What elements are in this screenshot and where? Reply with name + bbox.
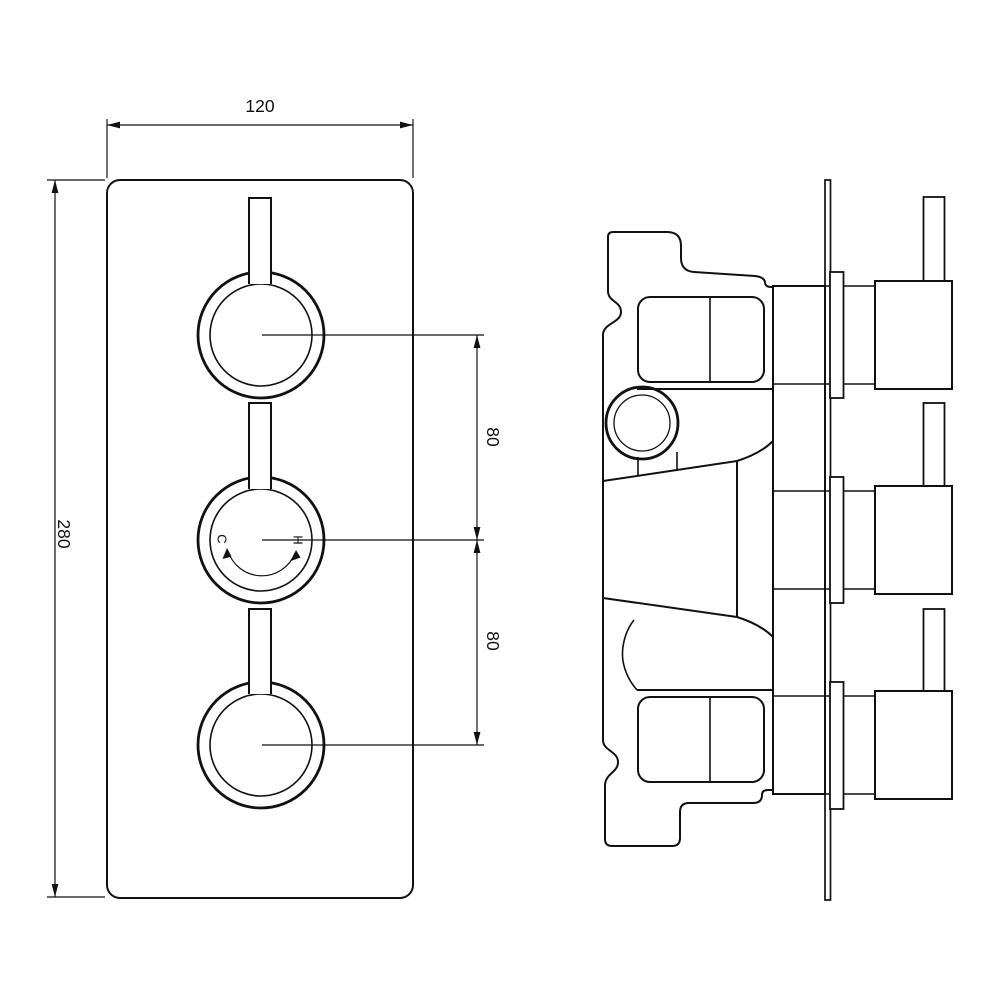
knob-top-lever	[248, 197, 272, 284]
cone-upper-edge	[602, 460, 738, 482]
handle-bottom-escutcheon	[829, 681, 845, 810]
rotation-arc-arrow-cold	[222, 548, 232, 559]
cold-label: C	[215, 534, 230, 543]
dim-width-extension-lines	[106, 119, 414, 178]
rotation-arc	[227, 550, 296, 577]
dim-height-label: 280	[54, 519, 74, 548]
bell-curve-upper	[736, 440, 774, 462]
handle-middle-lever	[922, 402, 946, 491]
dim-spacing-arrow-bottom	[473, 732, 481, 745]
inlet-pipe-walls	[637, 452, 678, 476]
dim-spacing-leader-lines	[262, 334, 484, 746]
handle-bottom-lever	[922, 608, 946, 696]
dim-spacing-upper-label: 80	[483, 427, 503, 447]
handle-middle-escutcheon	[829, 476, 845, 604]
knob-middle	[196, 402, 326, 605]
handle-middle	[829, 402, 953, 604]
lower-cartridge-seat	[637, 696, 765, 783]
lower-waterway-wall	[621, 619, 638, 691]
handle-middle-body	[874, 485, 953, 595]
dim-spacing-lower-label: 80	[483, 631, 503, 651]
bell-curve-lower	[736, 616, 774, 638]
dim-spacing-arrow-mid-lower	[473, 540, 481, 553]
rotation-arc-arrow-hot	[291, 550, 301, 561]
dim-spacing-arrow-mid-upper	[473, 527, 481, 540]
dim-spacing-arrow-top	[473, 335, 481, 348]
hot-label: H	[291, 535, 306, 544]
handle-top	[829, 196, 953, 399]
front-view: 120 280 80 80 C H	[47, 96, 503, 899]
hot-cold-markings: C H	[215, 534, 306, 577]
cartridge-spindle-lines	[773, 285, 875, 795]
upper-cartridge-seat	[637, 296, 765, 383]
dim-height-arrow-top	[51, 180, 59, 193]
dim-spacing: 80 80	[262, 334, 503, 746]
handle-top-escutcheon	[829, 271, 845, 399]
faceplate-outline	[106, 179, 414, 899]
cone-lower-edge	[602, 597, 738, 618]
handle-top-body	[874, 280, 953, 390]
valve-body-outline	[602, 231, 773, 847]
dim-width-arrow-left	[107, 121, 120, 129]
inlet-port-inner	[613, 394, 671, 452]
knob-middle-lever	[248, 402, 272, 489]
handle-bottom	[829, 608, 953, 810]
cartridge-column	[772, 285, 826, 795]
dim-height-arrow-bottom	[51, 884, 59, 897]
dim-height: 280	[47, 179, 105, 898]
knob-bottom-lever	[248, 608, 272, 694]
knob-top	[196, 197, 326, 400]
side-view	[602, 179, 953, 901]
handle-top-lever	[922, 196, 946, 286]
handle-bottom-body	[874, 690, 953, 800]
dim-width-label: 120	[245, 96, 274, 116]
dim-width-arrow-right	[400, 121, 413, 129]
inlet-port-outer	[604, 385, 680, 461]
dim-height-extension-lines	[47, 179, 105, 898]
dim-width: 120	[106, 96, 414, 178]
